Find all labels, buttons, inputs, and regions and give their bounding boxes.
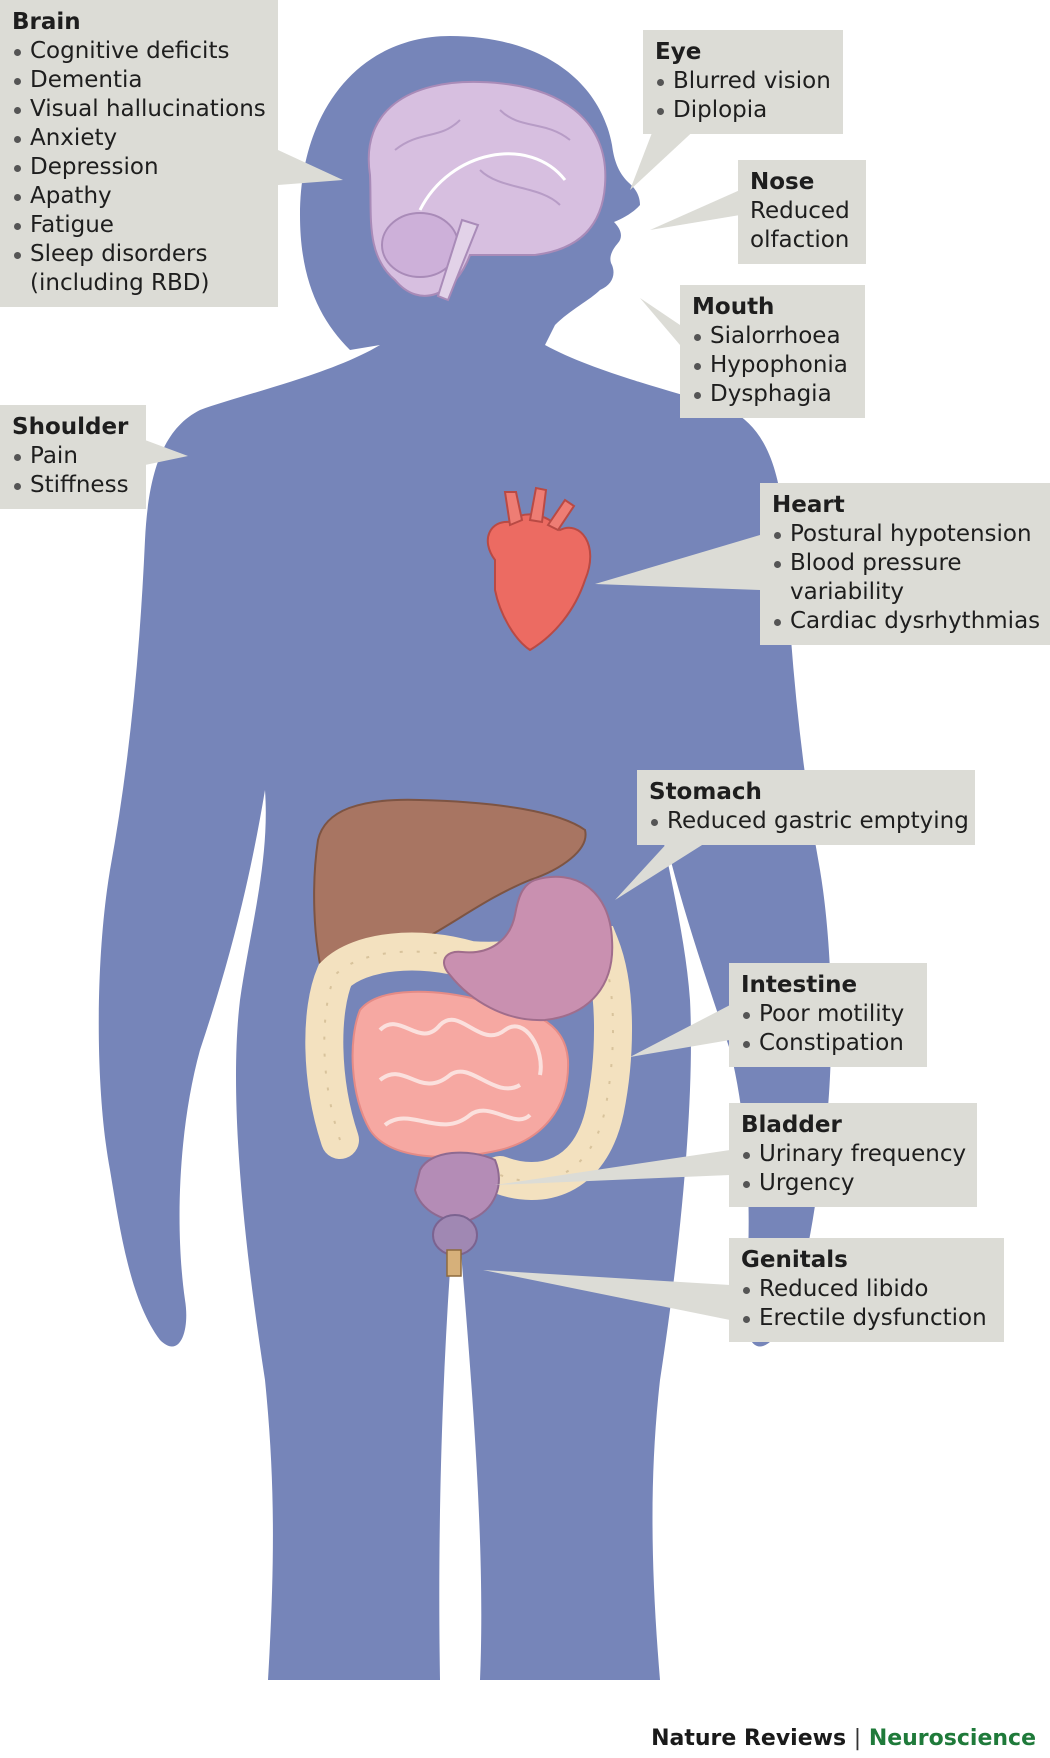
mouth-symptom: Hypophonia <box>692 351 853 380</box>
bladder-symptom-list: Urinary frequency Urgency <box>741 1140 966 1198</box>
heart-symptom-continuation: variability <box>790 579 905 605</box>
heart-label-box: Heart Postural hypotension Blood pressur… <box>760 483 1050 645</box>
intestine-symptom-list: Poor motility Constipation <box>741 1000 915 1058</box>
brain-symptom: Anxiety <box>12 124 266 153</box>
nose-label-box: Nose Reduced olfaction <box>738 160 866 264</box>
shoulder-title: Shoulder <box>12 414 129 440</box>
stomach-organ <box>443 875 614 1022</box>
brain-title: Brain <box>12 9 81 35</box>
eye-symptom: Blurred vision <box>655 67 831 96</box>
journal-credit: Nature Reviews | Neuroscience <box>651 1724 1036 1754</box>
bladder-label-box: Bladder Urinary frequency Urgency <box>729 1103 977 1207</box>
mouth-label-box: Mouth Sialorrhoea Hypophonia Dysphagia <box>680 285 865 418</box>
brain-symptom: Visual hallucinations <box>12 95 266 124</box>
callout-pointers <box>145 125 760 1320</box>
nose-pointer <box>650 190 740 230</box>
eye-symptom: Diplopia <box>655 96 831 125</box>
heart-symptom: Blood pressure <box>772 549 1038 578</box>
genitals-pointer <box>483 1270 730 1320</box>
journal-name: Neuroscience <box>868 1726 1036 1751</box>
intestine-pointer <box>630 1005 730 1057</box>
brain-symptom: Depression <box>12 153 266 182</box>
stomach-pointer <box>615 840 710 900</box>
intestine-label-box: Intestine Poor motility Constipation <box>729 963 927 1067</box>
shoulder-symptom-list: Pain Stiffness <box>12 442 134 500</box>
heart-symptom-list: Postural hypotension Blood pressure vari… <box>772 520 1040 636</box>
heart-symptom: Postural hypotension <box>772 520 1038 549</box>
mouth-title: Mouth <box>692 294 775 320</box>
stomach-title: Stomach <box>649 779 762 805</box>
nose-title: Nose <box>750 169 815 195</box>
stomach-symptom: Reduced gastric emptying <box>649 807 969 836</box>
shoulder-symptom: Pain <box>12 442 134 471</box>
mouth-symptom-list: Sialorrhoea Hypophonia Dysphagia <box>692 322 853 409</box>
mouth-symptom: Dysphagia <box>692 380 853 409</box>
brain-organ <box>367 80 607 302</box>
heart-title: Heart <box>772 492 845 518</box>
genitals-title: Genitals <box>741 1247 848 1273</box>
nose-symptom-line: olfaction <box>750 227 850 253</box>
brain-symptom-list: Cognitive deficits Dementia Visual hallu… <box>12 37 266 298</box>
intestine-title: Intestine <box>741 972 858 998</box>
heart-pointer <box>595 535 760 590</box>
publisher-name: Nature Reviews <box>651 1726 847 1751</box>
heart-symptom: Cardiac dysrhythmias <box>772 607 1040 636</box>
mouth-pointer <box>640 298 680 345</box>
intestine-symptom: Poor motility <box>741 1000 915 1029</box>
brain-symptom: Apathy <box>12 182 266 211</box>
genitals-label-box: Genitals Reduced libido Erectile dysfunc… <box>729 1238 1004 1342</box>
stomach-label-box: Stomach Reduced gastric emptying <box>637 770 975 845</box>
eye-label-box: Eye Blurred vision Diplopia <box>643 30 843 134</box>
shoulder-pointer <box>145 440 188 465</box>
nose-symptom-line: Reduced <box>750 198 850 224</box>
mouth-symptom: Sialorrhoea <box>692 322 853 351</box>
shoulder-symptom: Stiffness <box>12 471 134 500</box>
bladder-symptom: Urinary frequency <box>741 1140 966 1169</box>
bladder-organ <box>413 1151 500 1277</box>
stomach-symptom-list: Reduced gastric emptying <box>649 807 969 836</box>
bladder-symptom: Urgency <box>741 1169 965 1198</box>
brain-symptom: Sleep disorders <box>12 240 266 269</box>
eye-title: Eye <box>655 39 702 65</box>
brain-symptom-continuation: (including RBD) <box>30 270 210 296</box>
genitals-symptom: Reduced libido <box>741 1275 992 1304</box>
brain-symptom: Dementia <box>12 66 266 95</box>
genitals-symptom-list: Reduced libido Erectile dysfunction <box>741 1275 992 1333</box>
small-intestine-organ <box>351 990 570 1158</box>
shoulder-label-box: Shoulder Pain Stiffness <box>0 405 146 509</box>
genitals-symptom: Erectile dysfunction <box>741 1304 992 1333</box>
bladder-title: Bladder <box>741 1112 842 1138</box>
brain-symptom: Cognitive deficits <box>12 37 266 66</box>
eye-symptom-list: Blurred vision Diplopia <box>655 67 831 125</box>
brain-pointer <box>278 150 343 185</box>
heart-organ <box>486 486 592 652</box>
credit-separator: | <box>853 1726 862 1751</box>
brain-label-box: Brain Cognitive deficits Dementia Visual… <box>0 0 278 307</box>
eye-pointer <box>630 125 700 190</box>
brain-symptom: Fatigue <box>12 211 266 240</box>
intestine-symptom: Constipation <box>741 1029 915 1058</box>
bladder-pointer <box>495 1150 730 1185</box>
